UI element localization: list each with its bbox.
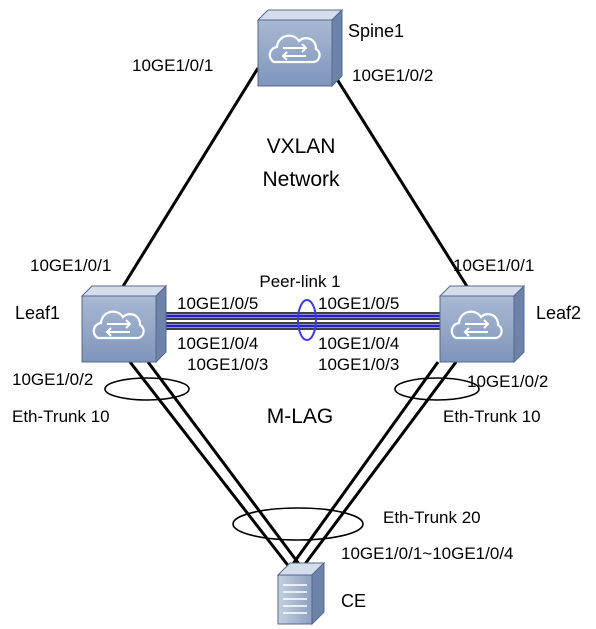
link-leaf1-ce xyxy=(128,361,304,569)
eth-trunk-10-leaf1-ring xyxy=(104,377,190,401)
port-label-leaf1-2: 10GE1/0/2 xyxy=(12,370,93,389)
port-label-ce: 10GE1/0/1~10GE1/0/4 xyxy=(341,544,514,563)
switch-icon xyxy=(256,8,344,88)
port-label-spine1-left: 10GE1/0/1 xyxy=(132,56,213,75)
link-leaf2-ce xyxy=(288,361,458,569)
peer-link xyxy=(160,312,440,330)
peer-link-label: Peer-link 1 xyxy=(259,272,340,291)
port-label-leaf1-4: 10GE1/0/4 xyxy=(177,334,258,353)
port-label-leaf2-3: 10GE1/0/3 xyxy=(318,355,399,374)
eth-trunk-leaf2-label: Eth-Trunk 10 xyxy=(443,407,541,426)
port-label-leaf1-3: 10GE1/0/3 xyxy=(187,355,268,374)
leaf1-node[interactable]: Leaf1 xyxy=(15,284,168,364)
leaf2-label: Leaf2 xyxy=(536,303,581,323)
eth-trunk-ce-label: Eth-Trunk 20 xyxy=(383,508,481,527)
link-spine1-leaf2 xyxy=(328,67,470,289)
port-label-leaf1-5: 10GE1/0/5 xyxy=(177,294,258,313)
leaf1-label: Leaf1 xyxy=(15,303,60,323)
switch-icon xyxy=(80,284,168,364)
server-icon xyxy=(276,561,326,626)
leaf2-node[interactable]: Leaf2 xyxy=(438,284,581,364)
vxlan-network-label-line1: VXLAN xyxy=(267,135,336,158)
port-label-leaf2-uplink: 10GE1/0/1 xyxy=(453,256,534,275)
spine1-node[interactable]: Spine1 xyxy=(256,8,404,88)
switch-icon xyxy=(438,284,526,364)
eth-trunk-leaf1-label: Eth-Trunk 10 xyxy=(12,407,110,426)
peer-link-bundle-ring xyxy=(297,299,317,341)
port-label-leaf2-4: 10GE1/0/4 xyxy=(318,334,399,353)
ce-label: CE xyxy=(341,591,366,611)
spine1-label: Spine1 xyxy=(348,21,404,41)
port-label-leaf2-2: 10GE1/0/2 xyxy=(467,372,548,391)
port-label-leaf1-uplink: 10GE1/0/1 xyxy=(30,256,111,275)
ce-node[interactable]: CE xyxy=(276,561,366,626)
eth-trunk-20-ring xyxy=(232,507,364,541)
link-spine1-leaf1 xyxy=(120,67,260,289)
port-label-leaf2-5: 10GE1/0/5 xyxy=(318,294,399,313)
mlag-label: M-LAG xyxy=(267,405,334,428)
eth-trunk-10-leaf2-ring xyxy=(394,377,480,401)
port-label-spine1-right: 10GE1/0/2 xyxy=(352,66,433,85)
vxlan-network-label-line2: Network xyxy=(262,168,340,191)
